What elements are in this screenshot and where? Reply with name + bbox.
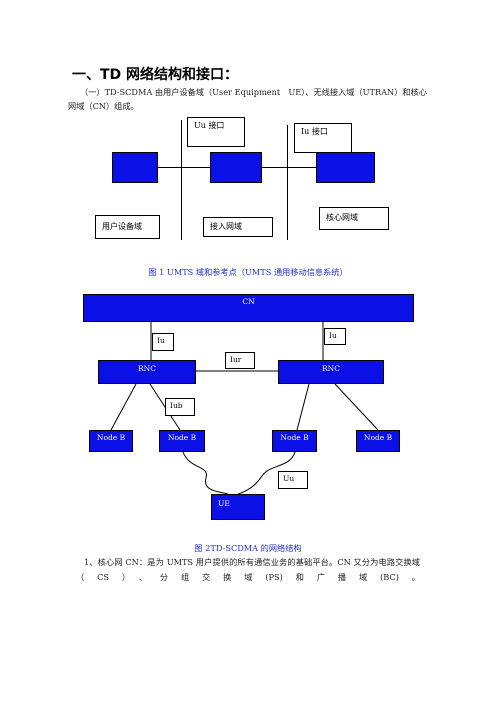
- core-domain-label: 核心网域: [319, 207, 389, 230]
- ue-block: UE: [211, 494, 265, 520]
- uu-label: Uu: [278, 471, 308, 489]
- rnc-left: RNC: [98, 360, 196, 384]
- iub-label: Iub: [165, 398, 195, 416]
- iu-interface-label: Iu 接口: [294, 123, 352, 153]
- ue-block: [112, 152, 158, 183]
- iu-right-label: Iu: [324, 328, 346, 345]
- node-b-4: Node B: [356, 430, 400, 452]
- cn-block: CN: [83, 294, 414, 322]
- cn-block: [316, 152, 375, 183]
- figure-1-caption: 图 1 UMTS 域和参考点（UMTS 通用移动信息系统）: [148, 267, 348, 277]
- divider-iu: [287, 125, 288, 240]
- uu-interface-label: Uu 接口: [187, 117, 245, 147]
- utran-block: [210, 152, 262, 183]
- node-b-1: Node B: [89, 430, 133, 452]
- iur-label: Iur: [225, 352, 255, 369]
- ue-domain-label: 用户设备域: [95, 215, 160, 239]
- node-b-2: Node B: [159, 430, 205, 452]
- rnc-right: RNC: [278, 360, 384, 384]
- section-heading: 一、TD 网络结构和接口：: [72, 67, 239, 83]
- intro-paragraph: （一）TD-SCDMA 由用户设备域（User Equipment UE）、无线…: [68, 87, 427, 111]
- access-domain-label: 接入网域: [203, 217, 273, 237]
- figure-2-caption: 图 2TD-SCDMA 的网络结构: [194, 543, 302, 553]
- core-network-paragraph: 1、核心网 CN：是为 UMTS 用户提供的所有通信业务的基础平台。CN 又分为…: [76, 557, 420, 582]
- iu-left-label: Iu: [152, 333, 174, 351]
- divider-uu: [181, 120, 182, 240]
- node-b-3: Node B: [272, 430, 317, 452]
